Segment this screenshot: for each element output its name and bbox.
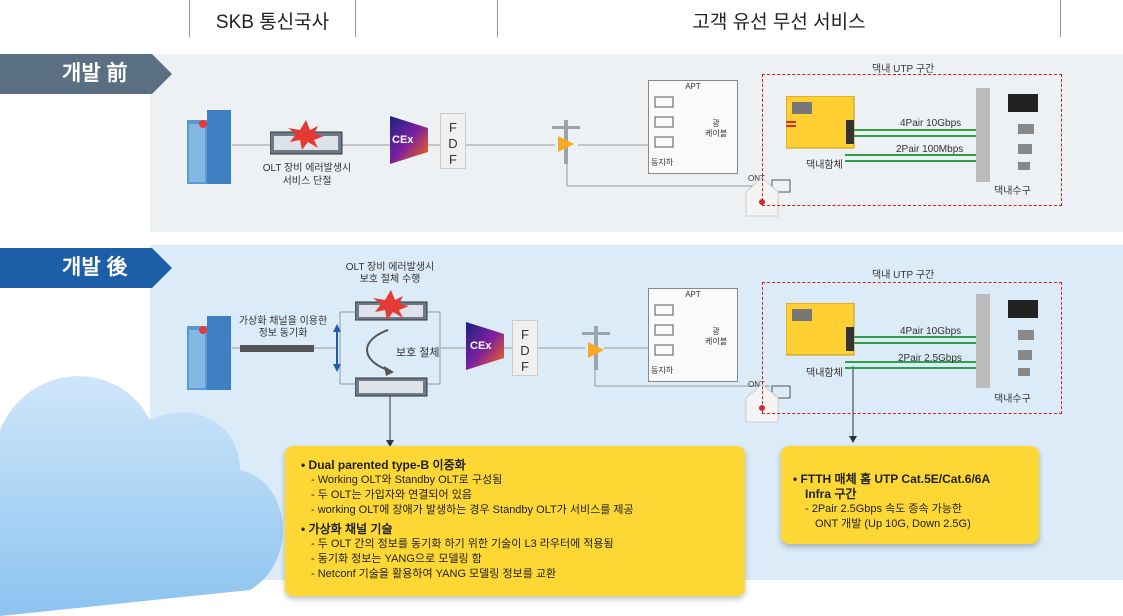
- after-olt-note-line1: OLT 장비 에러발생시: [345, 262, 435, 273]
- before-home-box-icon: [786, 96, 855, 149]
- header-right-box: 고객 유선 무선 서비스: [497, 0, 1061, 37]
- after-protect-label: 보호 절체: [396, 347, 440, 359]
- after-fdf-d: D: [520, 343, 530, 358]
- cex-prism-icon: [390, 116, 428, 164]
- after-outlet-label: 댁내수구: [994, 394, 1031, 405]
- after-optical-cable-line1: 광: [712, 327, 720, 336]
- after-fdf-f1: F: [521, 327, 529, 342]
- before-utp-zone-label: 댁내 UTP 구간: [872, 64, 935, 75]
- working-olt-icon: [355, 290, 428, 321]
- after-optical-cable: 광 케이블: [705, 327, 727, 347]
- before-olt-note: OLT 장비 에러발생시 서비스 단절: [252, 162, 362, 188]
- after-tag-label: 개발 後: [62, 256, 128, 279]
- before-link2-label: 2Pair 100Mbps: [896, 144, 964, 155]
- before-fdf-f1: F: [449, 120, 457, 135]
- dual-parented-callout: • Dual parented type-B 이중화 - Working OLT…: [285, 446, 745, 596]
- before-apt-label: APT: [685, 82, 701, 91]
- building-icon: [187, 110, 231, 184]
- after-apt-monitors-icon: [654, 304, 674, 356]
- before-cex-label: CEx: [392, 134, 414, 146]
- before-ont-label: ONT: [748, 174, 765, 183]
- before-apt-monitors-icon: [654, 96, 674, 148]
- standby-olt-icon: [355, 377, 428, 397]
- before-outlet-label: 댁내수구: [994, 186, 1031, 197]
- building-icon: [187, 316, 231, 390]
- after-optical-cable-line2: 케이블: [705, 337, 728, 346]
- before-olt-note-line2: 서비스 단절: [282, 176, 332, 187]
- before-optical-cable-line1: 광: [712, 119, 720, 128]
- before-optical-cable-line2: 케이블: [705, 129, 728, 138]
- before-apt-building: APT 광 케이블 동지하: [648, 80, 738, 174]
- callout-item-2: - 두 OLT는 가입자와 연결되어 있음: [311, 489, 472, 501]
- callout-item-6: - Netconf 기술을 활용하여 YANG 모델링 정보를 교환: [311, 568, 557, 580]
- before-olt-note-line1: OLT 장비 에러발생시: [262, 163, 352, 174]
- after-virtual-line2: 정보 동기화: [258, 328, 308, 339]
- before-fdf-d: D: [448, 136, 458, 151]
- before-fdf-panel: F D F: [440, 113, 466, 169]
- after-olt-note-line2: 보호 절체 수행: [359, 274, 421, 285]
- callout-heading-2: • 가상화 채널 기술: [301, 522, 393, 536]
- header-left-box: SKB 통신국사: [189, 0, 356, 37]
- router-icon: [240, 345, 314, 352]
- after-olt-note: OLT 장비 에러발생시 보호 절체 수행: [330, 262, 450, 286]
- ftth-item-1b: ONT 개발 (Up 10G, Down 2.5G): [815, 518, 971, 530]
- callout-item-3: - working OLT에 장애가 발생하는 경우 Standby OLT가 …: [311, 504, 634, 516]
- before-outlet-devices-icon: [976, 88, 1038, 182]
- callout-item-1: - Working OLT와 Standby OLT로 구성됨: [311, 474, 503, 486]
- before-utp-zone: [762, 74, 1062, 206]
- after-utp-zone: [762, 282, 1062, 414]
- callout-item-4: - 두 OLT 간의 정보를 동기화 하기 위한 기술이 L3 라우터에 적용됨: [311, 538, 614, 550]
- splitter-pole-icon: [552, 120, 580, 164]
- before-basement-label: 동지하: [651, 158, 674, 167]
- before-link1-label: 4Pair 10Gbps: [900, 118, 962, 129]
- olt-device-icon: [270, 120, 343, 155]
- after-tag: 개발 後: [0, 248, 172, 288]
- before-tag: 개발 前: [0, 54, 172, 94]
- ftth-heading-2: Infra 구간: [805, 487, 857, 501]
- after-fdf-panel: F D F: [512, 320, 538, 376]
- header-right-title: 고객 유선 무선 서비스: [692, 12, 866, 33]
- after-apt-building: APT 광 케이블 동지하: [648, 288, 738, 382]
- cloud-illustration: [0, 376, 283, 616]
- callout-item-5: - 동기화 정보는 YANG으로 모델링 함: [311, 553, 482, 565]
- after-home-box-icon: [786, 303, 855, 356]
- header-left-title: SKB 통신국사: [215, 12, 330, 33]
- after-virtual-line1: 가상화 채널을 이용한: [238, 316, 328, 327]
- after-link1-label: 4Pair 10Gbps: [900, 326, 962, 337]
- before-optical-cable: 광 케이블: [705, 119, 727, 139]
- after-apt-label: APT: [685, 290, 701, 299]
- after-ont-label: ONT: [748, 380, 765, 389]
- after-cex-label: CEx: [470, 340, 492, 352]
- after-virtual-channel-note: 가상화 채널을 이용한 정보 동기화: [228, 316, 338, 340]
- after-home-box-label: 댁내함체: [806, 368, 843, 379]
- splitter-pole-icon: [582, 326, 610, 370]
- callout-heading-1: • Dual parented type-B 이중화: [301, 458, 466, 472]
- ftth-heading: • FTTH 매체 홈 UTP Cat.5E/Cat.6/6A: [793, 472, 991, 486]
- cex-prism-icon: [466, 322, 504, 370]
- after-outlet-devices-icon: [976, 294, 1038, 388]
- after-utp-zone-label: 댁내 UTP 구간: [872, 270, 935, 281]
- ftth-callout: • FTTH 매체 홈 UTP Cat.5E/Cat.6/6A Infra 구간…: [781, 446, 1039, 544]
- after-basement-label: 동지하: [651, 366, 674, 375]
- before-home-box-label: 댁내함체: [806, 160, 843, 171]
- before-fdf-f2: F: [449, 152, 457, 167]
- after-fdf-f2: F: [521, 359, 529, 374]
- after-link2-label: 2Pair 2.5Gbps: [898, 353, 962, 364]
- before-tag-label: 개발 前: [62, 62, 128, 85]
- ftth-item-1: - 2Pair 2.5Gbps 속도 증속 가능한: [805, 503, 963, 515]
